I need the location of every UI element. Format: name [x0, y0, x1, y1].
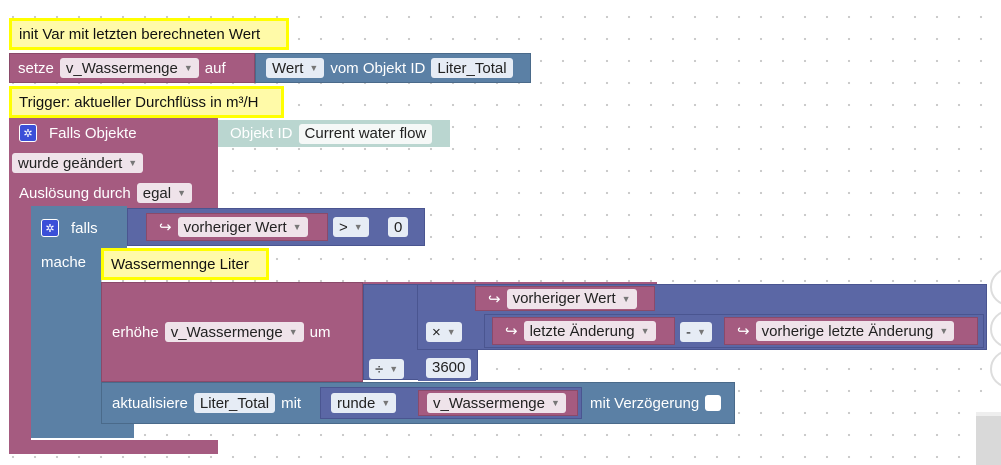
return-arrow-icon: ↪	[505, 323, 518, 340]
chevron-down-icon: ▼	[621, 293, 631, 304]
set-to-label: auf	[204, 59, 226, 77]
number-field[interactable]: 0	[388, 217, 409, 237]
comment-water-text: Wassermennge Liter	[111, 255, 249, 273]
last-change-block[interactable]: ↪ letzte Änderung▼	[492, 317, 675, 345]
triggered-by-row: Auslösung durch egal▼	[19, 183, 193, 203]
set-variable-dropdown[interactable]: v_Wassermenge▼	[59, 58, 199, 78]
comment-init-text: init Var mit letzten berechneten Wert	[19, 25, 261, 43]
prev-last-change-dropdown[interactable]: vorherige letzte Änderung▼	[755, 321, 955, 341]
chevron-down-icon: ▼	[309, 63, 319, 73]
return-arrow-icon: ↪	[488, 290, 501, 308]
zoom-out-button[interactable]	[990, 350, 1001, 388]
divide-op-dropdown[interactable]: ÷▼	[369, 359, 405, 379]
multiply-op-dropdown[interactable]: ×▼	[426, 322, 462, 342]
trigger-block-spine	[9, 118, 31, 440]
return-arrow-icon: ↪	[159, 219, 172, 236]
update-label: aktualisiere	[112, 394, 188, 412]
round-dropdown[interactable]: runde▼	[331, 393, 397, 413]
value-field-dropdown[interactable]: Wert▼	[266, 58, 325, 78]
chevron-down-icon: ▼	[183, 63, 193, 73]
round-variable-dropdown[interactable]: v_Wassermenge▼	[427, 393, 566, 413]
prev-value-dropdown[interactable]: vorheriger Wert▼	[177, 217, 308, 237]
trash-can-icon[interactable]	[976, 412, 1001, 465]
return-arrow-icon: ↪	[737, 323, 750, 340]
update-object-field[interactable]: Liter_Total	[193, 393, 276, 413]
changed-row: wurde geändert▼	[12, 153, 144, 173]
if-header: ✲ falls	[41, 217, 98, 239]
chevron-down-icon: ▼	[128, 158, 138, 168]
chevron-down-icon: ▼	[389, 364, 399, 374]
trigger-block-footer	[9, 440, 218, 454]
from-object-label: vom Objekt ID	[330, 59, 426, 77]
chevron-down-icon: ▼	[640, 326, 650, 336]
comment-water[interactable]: Wassermennge Liter	[101, 248, 269, 280]
object-id-label: Objekt ID	[230, 125, 293, 142]
trigger-header: ✲ Falls Objekte	[19, 122, 137, 144]
increase-label: erhöhe	[112, 323, 159, 341]
do-label-row: mache	[41, 252, 86, 272]
minus-op-dropdown[interactable]: -▼	[680, 322, 712, 342]
zoom-in-button[interactable]	[990, 310, 1001, 348]
mult-prev-value-dropdown[interactable]: vorheriger Wert▼	[506, 288, 637, 309]
chevron-down-icon: ▼	[381, 398, 391, 408]
comment-trigger[interactable]: Trigger: aktueller Durchflüss in m³/H	[9, 86, 284, 118]
triggered-by-dropdown[interactable]: egal▼	[136, 183, 193, 203]
divisor-field[interactable]: 3600	[426, 357, 472, 378]
divide-op-row: ÷▼	[369, 359, 405, 379]
compare-op-row: >▼	[333, 217, 369, 237]
do-label: mache	[41, 253, 87, 271]
chevron-down-icon: ▼	[177, 188, 187, 198]
chevron-down-icon: ▼	[292, 222, 302, 232]
last-change-dropdown[interactable]: letzte Änderung▼	[523, 321, 656, 341]
triggered-by-label: Auslösung durch	[19, 184, 131, 202]
chevron-down-icon: ▼	[939, 326, 949, 336]
delay-checkbox[interactable]	[705, 395, 722, 411]
number-block[interactable]: 0	[380, 213, 413, 241]
gear-icon[interactable]: ✲	[41, 219, 59, 237]
set-variable-block[interactable]: setze v_Wassermenge▼ auf	[9, 53, 255, 83]
chevron-down-icon: ▼	[697, 327, 706, 337]
prev-last-change-block[interactable]: ↪ vorherige letzte Änderung▼	[724, 317, 978, 345]
divisor-block[interactable]: 3600	[418, 354, 476, 381]
minus-op-row: -▼	[680, 322, 712, 342]
increase-block[interactable]: erhöhe v_Wassermenge▼ um	[101, 282, 363, 382]
if-block-footer	[31, 424, 134, 438]
chevron-down-icon: ▼	[446, 327, 456, 337]
delay-label: mit Verzögerung	[590, 394, 700, 412]
chevron-down-icon: ▼	[288, 327, 298, 337]
object-id-value[interactable]: Current water flow	[298, 123, 433, 144]
set-label: setze	[18, 59, 54, 77]
update-with-label: mit	[281, 394, 302, 412]
delay-row: mit Verzögerung	[590, 393, 722, 413]
object-id-field[interactable]: Liter_Total	[431, 58, 513, 78]
if-block-spine	[31, 206, 101, 438]
gear-icon[interactable]: ✲	[19, 124, 37, 142]
chevron-down-icon: ▼	[353, 222, 363, 232]
multiply-op-row: ×▼	[426, 322, 462, 342]
prev-value-block[interactable]: ↪ vorheriger Wert▼	[146, 213, 328, 241]
trigger-label: Falls Objekte	[49, 124, 137, 142]
get-value-block[interactable]: Wert▼ vom Objekt ID Liter_Total	[255, 53, 531, 83]
chevron-down-icon: ▼	[551, 398, 560, 408]
changed-dropdown[interactable]: wurde geändert▼	[12, 153, 144, 173]
if-label: falls	[71, 219, 98, 237]
comment-init[interactable]: init Var mit letzten berechneten Wert	[9, 18, 289, 50]
object-id-block[interactable]: Objekt ID Current water flow	[218, 120, 450, 147]
compare-op-dropdown[interactable]: >▼	[333, 217, 369, 237]
comment-trigger-text: Trigger: aktueller Durchflüss in m³/H	[19, 93, 259, 111]
increase-by-label: um	[309, 323, 331, 341]
zoom-reset-button[interactable]	[990, 268, 1001, 306]
increase-variable-dropdown[interactable]: v_Wassermenge▼	[164, 322, 304, 342]
round-variable-block[interactable]: v_Wassermenge▼	[418, 390, 578, 416]
mult-prev-value-block[interactable]: ↪ vorheriger Wert▼	[475, 286, 655, 311]
